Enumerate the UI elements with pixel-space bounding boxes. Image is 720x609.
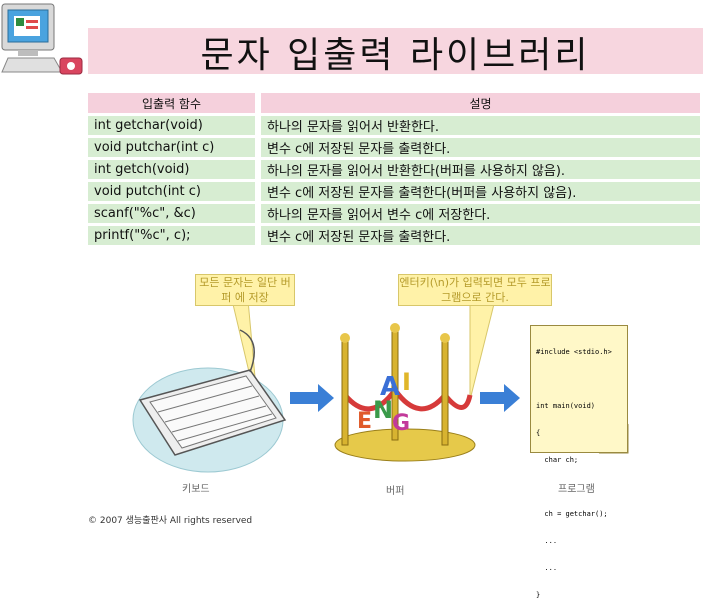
io-function-table: 입출력 함수 설명 int getchar(void) 하나의 문자를 읽어서 … [88, 90, 700, 248]
code-line: ... [536, 564, 558, 572]
table-row: void putch(int c) 변수 c에 저장된 문자를 출력한다(버퍼를… [88, 182, 700, 201]
arrow-right-icon [480, 384, 520, 412]
buffer-callout: 모든 문자는 일단 버퍼 에 저장 [195, 274, 295, 306]
table-row: scanf("%c", &c) 하나의 문자를 읽어서 변수 c에 저장한다. [88, 204, 700, 223]
description-cell: 변수 c에 저장된 문자를 출력한다(버퍼를 사용하지 않음). [261, 182, 700, 201]
description-cell: 변수 c에 저장된 문자를 출력한다. [261, 138, 700, 157]
description-cell: 변수 c에 저장된 문자를 출력한다. [261, 226, 700, 245]
function-cell: int getch(void) [88, 160, 255, 179]
function-cell: void putchar(int c) [88, 138, 255, 157]
arrow-right-icon [290, 384, 334, 412]
function-cell: int getchar(void) [88, 116, 255, 135]
function-cell: scanf("%c", &c) [88, 204, 255, 223]
buffer-letter: N [373, 396, 393, 424]
code-line: char ch; [536, 456, 579, 464]
description-cell: 하나의 문자를 읽어서 반환한다. [261, 116, 700, 135]
buffer-caption: 버퍼 [386, 486, 405, 497]
keyboard-caption: 키보드 [182, 484, 210, 495]
enter-key-callout: 엔터키(\n)가 입력되면 모두 프로그램으로 간다. [398, 274, 552, 306]
code-line: ... [536, 537, 558, 545]
diagram-graphics: E N G A I [132, 299, 629, 473]
code-line: ch = getchar(); [536, 510, 608, 518]
code-line: #include <stdio.h> [536, 348, 612, 356]
table-row: int getchar(void) 하나의 문자를 읽어서 반환한다. [88, 116, 700, 135]
page-title: 문자 입출력 라이브러리 [200, 35, 591, 76]
header-description: 설명 [261, 93, 700, 113]
buffer-letter: E [357, 409, 372, 434]
program-caption: 프로그램 [558, 484, 595, 495]
function-cell: void putch(int c) [88, 182, 255, 201]
table-row: printf("%c", c); 변수 c에 저장된 문자를 출력한다. [88, 226, 700, 245]
title-bar [88, 28, 703, 74]
buffer-letter: G [392, 411, 410, 436]
copyright-text: © 2007 생능출판사 All rights reserved [88, 516, 253, 526]
description-cell: 하나의 문자를 읽어서 반환한다(버퍼를 사용하지 않음). [261, 160, 700, 179]
table-header-row: 입출력 함수 설명 [88, 93, 700, 113]
buffer-letter: I [402, 368, 411, 396]
header-function: 입출력 함수 [88, 93, 255, 113]
code-line: int main(void) [536, 402, 596, 410]
description-cell: 하나의 문자를 읽어서 변수 c에 저장한다. [261, 204, 700, 223]
code-line [536, 375, 622, 384]
right-callout-tail [469, 299, 496, 401]
code-line: } [536, 591, 541, 599]
keyboard-icon [132, 329, 287, 473]
table-row: int getch(void) 하나의 문자를 읽어서 반환한다(버퍼를 사용하… [88, 160, 700, 179]
program-code-panel: #include <stdio.h> int main(void) { char… [530, 325, 628, 599]
code-line: { [536, 429, 541, 437]
buffer-letter: A [380, 372, 400, 402]
computer-logo-icon [0, 0, 90, 84]
buffer-icon: E N G A I [334, 323, 476, 462]
function-cell: printf("%c", c); [88, 226, 255, 245]
table-row: void putchar(int c) 변수 c에 저장된 문자를 출력한다. [88, 138, 700, 157]
